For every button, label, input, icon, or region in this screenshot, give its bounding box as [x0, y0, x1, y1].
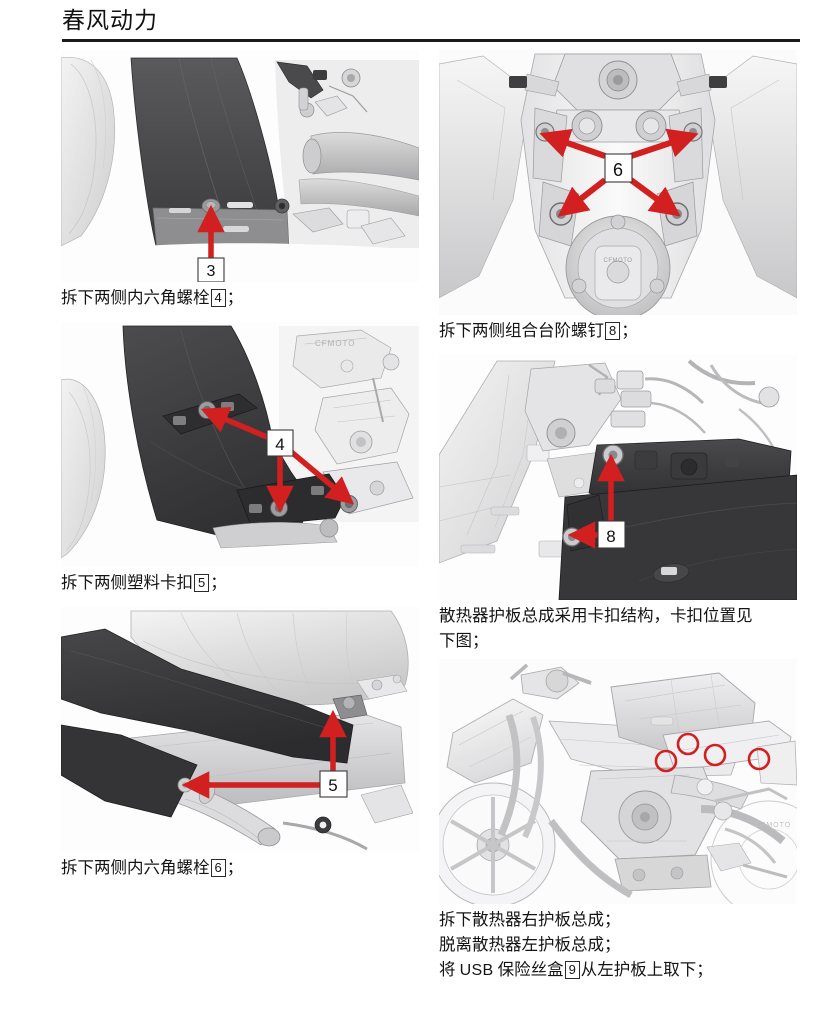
- page-title: 春风动力: [62, 8, 158, 33]
- header-divider: [62, 39, 800, 42]
- figure-plastic-clip: 5: [61, 607, 419, 852]
- figure-block-step-screws-top: CFMOTO 6 拆下两侧: [439, 50, 797, 343]
- callout-arrow-group: [181, 709, 347, 799]
- svg-text:CFMOTO: CFMOTO: [315, 339, 356, 348]
- caption-part-number: 5: [194, 574, 210, 592]
- caption-part-text: 下图；: [439, 631, 489, 650]
- figure-whole-bike-clip-positions: CFMOTO: [439, 659, 797, 904]
- right-column: CFMOTO 6 拆下两侧: [439, 50, 797, 983]
- figure-fairing-lower-bolt: 3: [61, 50, 419, 282]
- caption-part-number: 6: [210, 859, 226, 877]
- caption-part-text: 将: [439, 960, 460, 979]
- caption-part-text: 拆下两侧内六角螺栓: [61, 858, 210, 877]
- svg-text:5: 5: [328, 776, 337, 795]
- callout-box-8: 8: [597, 520, 626, 549]
- figure-block-radiator-guard-screw: 8 散热器护板总成采用卡扣结构，卡扣位置见下图；: [439, 355, 797, 653]
- caption-part-text: ；: [226, 858, 244, 877]
- callout-arrow-group: [539, 128, 699, 217]
- page-header: 春风动力: [62, 6, 800, 42]
- caption-part-text: 保险丝盒: [493, 960, 564, 979]
- caption-radiator-guard-screw: 散热器护板总成采用卡扣结构，卡扣位置见下图；: [439, 600, 797, 653]
- caption-line: 下图；: [439, 628, 797, 653]
- svg-text:6: 6: [613, 160, 623, 180]
- figure-radiator-guard-screw: 8: [439, 355, 797, 600]
- caption-line: 脱离散热器左护板总成；: [439, 932, 797, 957]
- clip-position-markers: [654, 732, 771, 773]
- caption-part-text: 拆下两侧内六角螺栓: [61, 288, 210, 307]
- caption-line: 散热器护板总成采用卡扣结构，卡扣位置见: [439, 603, 797, 628]
- caption-part-text: 拆下两侧组合台阶螺钉: [439, 321, 604, 340]
- caption-part-text: 脱离散热器左护板总成；: [439, 935, 621, 954]
- callout-box-5: 5: [319, 770, 348, 798]
- figure-hex-bolts-side: CFMOTO: [61, 322, 419, 567]
- svg-text:4: 4: [275, 435, 284, 454]
- callout-arrow-group: [200, 406, 355, 514]
- caption-line: 拆下散热器右护板总成；: [439, 907, 797, 932]
- callout-box-3: 3: [197, 257, 225, 282]
- caption-part-number: 9: [564, 961, 580, 979]
- svg-text:CFMOTO: CFMOTO: [604, 258, 633, 264]
- caption-part-number: 4: [210, 289, 226, 307]
- caption-part-text: ；: [226, 288, 244, 307]
- svg-text:CFMOTO: CFMOTO: [755, 822, 791, 829]
- caption-part-text: ；: [621, 321, 638, 340]
- figure-block-hex-bolts-side: CFMOTO: [61, 322, 419, 595]
- caption-part-number: 8: [605, 322, 621, 340]
- caption-part-text: 散热器护板总成采用卡扣结构，卡扣位置见: [439, 606, 753, 625]
- figure-step-screws-top: CFMOTO 6: [439, 50, 797, 315]
- caption-part-text: 从左护板上取下；: [580, 960, 713, 979]
- svg-text:8: 8: [606, 527, 615, 546]
- caption-part-text: ；: [210, 573, 227, 592]
- svg-text:3: 3: [207, 263, 216, 280]
- caption-part-text: 拆下散热器右护板总成；: [439, 910, 621, 929]
- caption-part-text: 拆下两侧塑料卡扣: [61, 573, 193, 592]
- callout-box-4: 4: [266, 429, 294, 457]
- caption-part-latin: USB: [459, 962, 494, 979]
- callout-box-6: 6: [604, 153, 633, 183]
